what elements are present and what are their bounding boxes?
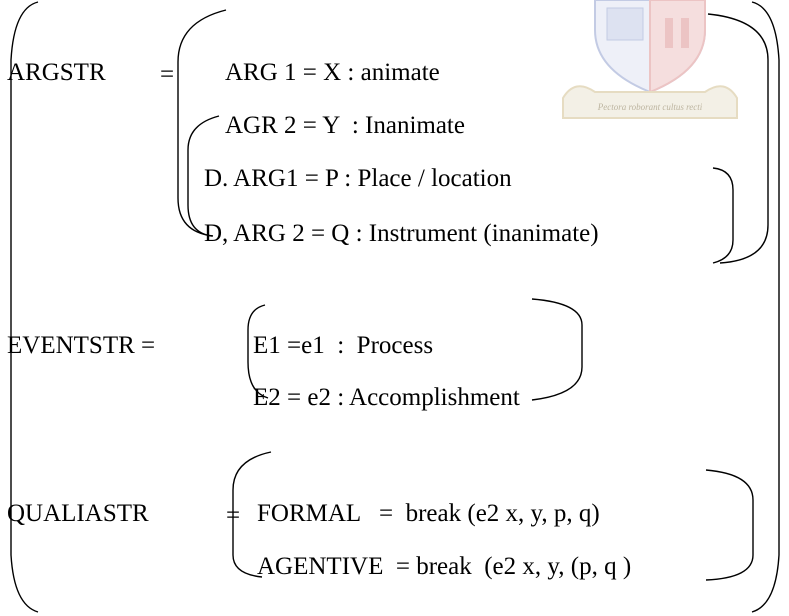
crest-scroll-icon [562, 85, 738, 119]
argstr-line-3: D. ARG1 = P : Place / location [204, 165, 512, 192]
argstr-line-1: ARG 1 = X : animate [225, 59, 440, 86]
qualiastr-left-bracket [232, 451, 272, 578]
qualiastr-equals: = [226, 502, 241, 529]
eventstr-line-2: E2 = e2 : Accomplishment [253, 384, 520, 411]
qualiastr-line-1: FORMAL = break (e2 x, y, p, q) [257, 500, 600, 527]
crest-shield-icon [594, 0, 706, 94]
argstr-right-bracket [707, 13, 769, 264]
argstr-label: ARGSTR [7, 59, 106, 86]
eventstr-label: EVENTSTR = [7, 332, 156, 359]
qualiastr-right-bracket [705, 469, 754, 581]
argstr-inner-right-bracket [712, 167, 734, 264]
crest-watermark: Pectora roborant cultus recti [562, 0, 738, 119]
qualiastr-label: QUALIASTR [7, 500, 149, 527]
argstr-line-4: D, ARG 2 = Q : Instrument (inanimate) [204, 220, 599, 247]
crest-motto: Pectora roborant cultus recti [597, 102, 703, 112]
argstr-left-bracket [177, 9, 227, 237]
eventstr-left-bracket [247, 304, 269, 399]
qualiastr-line-2: AGENTIVE = break (e2 x, y, (p, q ) [257, 553, 632, 580]
argstr-line-2: AGR 2 = Y : Inanimate [225, 112, 465, 139]
outer-right-paren [751, 1, 780, 613]
argstr-equals: = [160, 61, 175, 88]
eventstr-right-bracket [531, 298, 583, 401]
argstr-inner-left-bracket [187, 115, 220, 237]
outer-left-paren [10, 1, 39, 613]
eventstr-line-1: E1 =e1 : Process [253, 332, 434, 359]
